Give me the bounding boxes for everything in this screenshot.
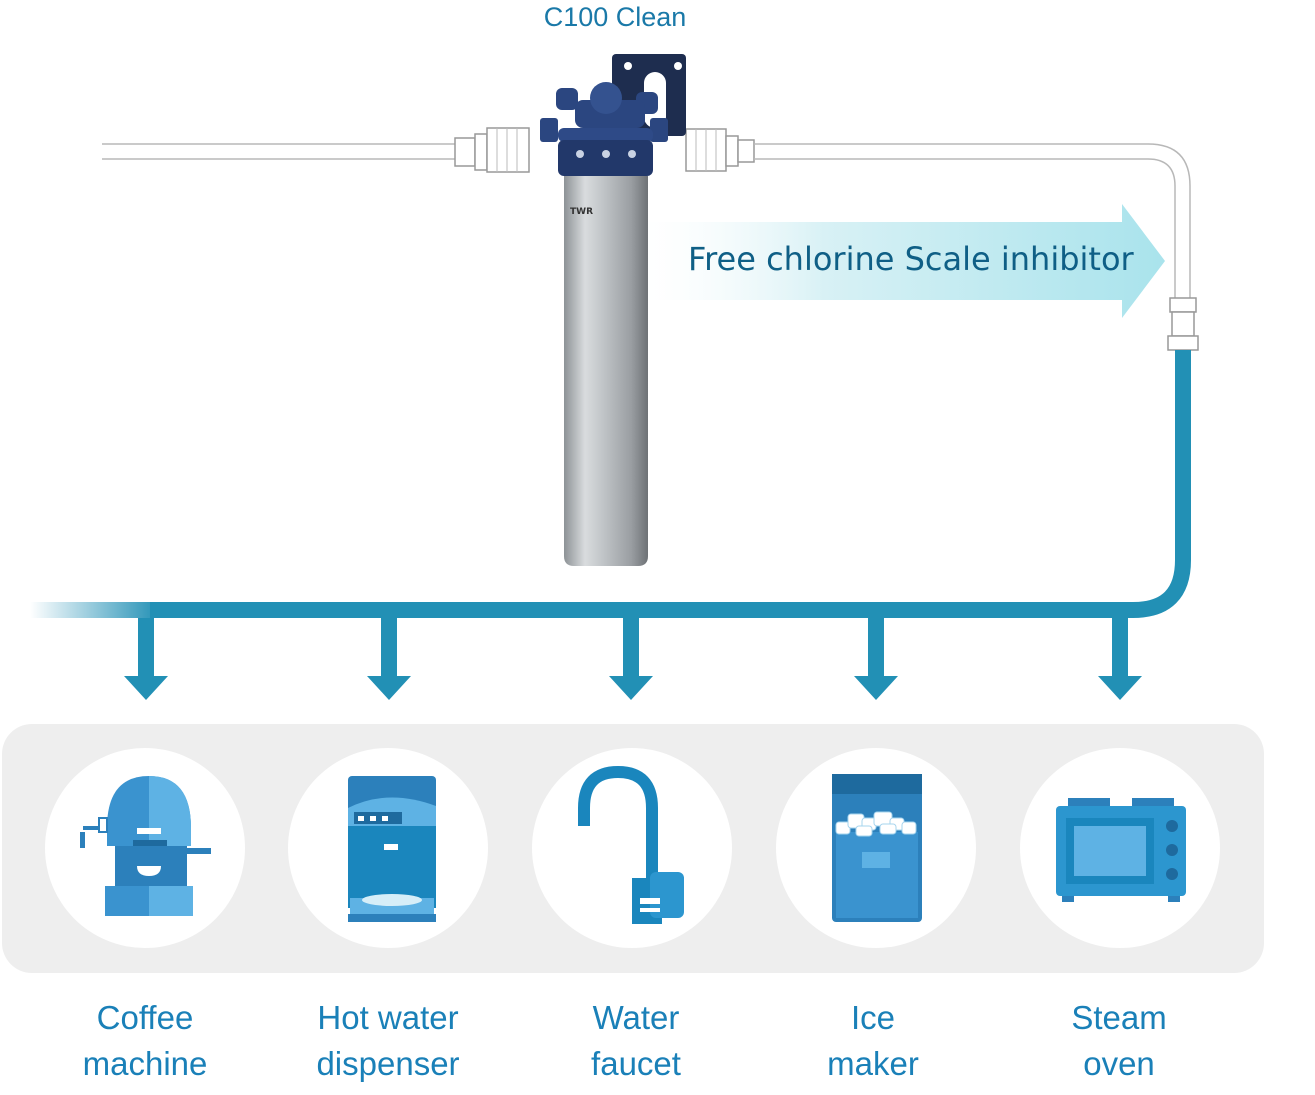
appliance-label-line1: Ice [850,999,896,1036]
appliance-label-line1: Hot water [317,999,459,1036]
treated-water-pipe [30,350,1191,618]
inlet-pipe [102,127,530,173]
appliance-label-line2: maker [827,1045,919,1082]
ice-maker-icon [832,774,922,922]
branch-arrow-hot-water [367,618,411,700]
steam-oven-icon [1056,798,1186,902]
faucet-icon [578,765,684,924]
appliance-label-line2: machine [82,1045,208,1082]
appliance-label-line2: dispenser [316,1045,460,1082]
water-dispenser-icon [348,776,436,922]
appliance-label-faucet: Water faucet [526,995,746,1087]
outlet-pipe [685,128,1199,351]
appliance-circle-faucet [532,748,732,948]
appliance-circle-coffee [45,748,245,948]
treatment-flow-arrow [640,204,1165,318]
product-title: C100 Clean [543,2,687,32]
branch-arrow-coffee [124,618,168,700]
coffee-machine-icon [80,776,211,916]
appliance-label-oven: Steam oven [1009,995,1229,1087]
appliance-label-line2: faucet [591,1045,681,1082]
appliance-circle-oven [1020,748,1220,948]
appliance-label-line1: Coffee [96,999,194,1036]
branch-arrow-ice [854,618,898,700]
appliance-label-line1: Steam [1071,999,1167,1036]
appliance-label-coffee: Coffee machine [35,995,255,1087]
branch-arrow-oven [1098,618,1142,700]
filter-unit: TWR [540,54,686,566]
appliance-circle-ice [776,748,976,948]
filter-brand-mark: TWR [570,207,593,217]
branch-arrows [124,618,1142,700]
appliance-circle-hot-water [288,748,488,948]
appliance-label-ice: Ice maker [763,995,983,1087]
appliance-label-line1: Water [592,999,680,1036]
appliance-label-hot-water: Hot water dispenser [278,995,498,1087]
appliance-label-line2: oven [1083,1045,1155,1082]
branch-arrow-faucet [609,618,653,700]
treatment-label: Free chlorine Scale inhibitor [688,240,1134,278]
